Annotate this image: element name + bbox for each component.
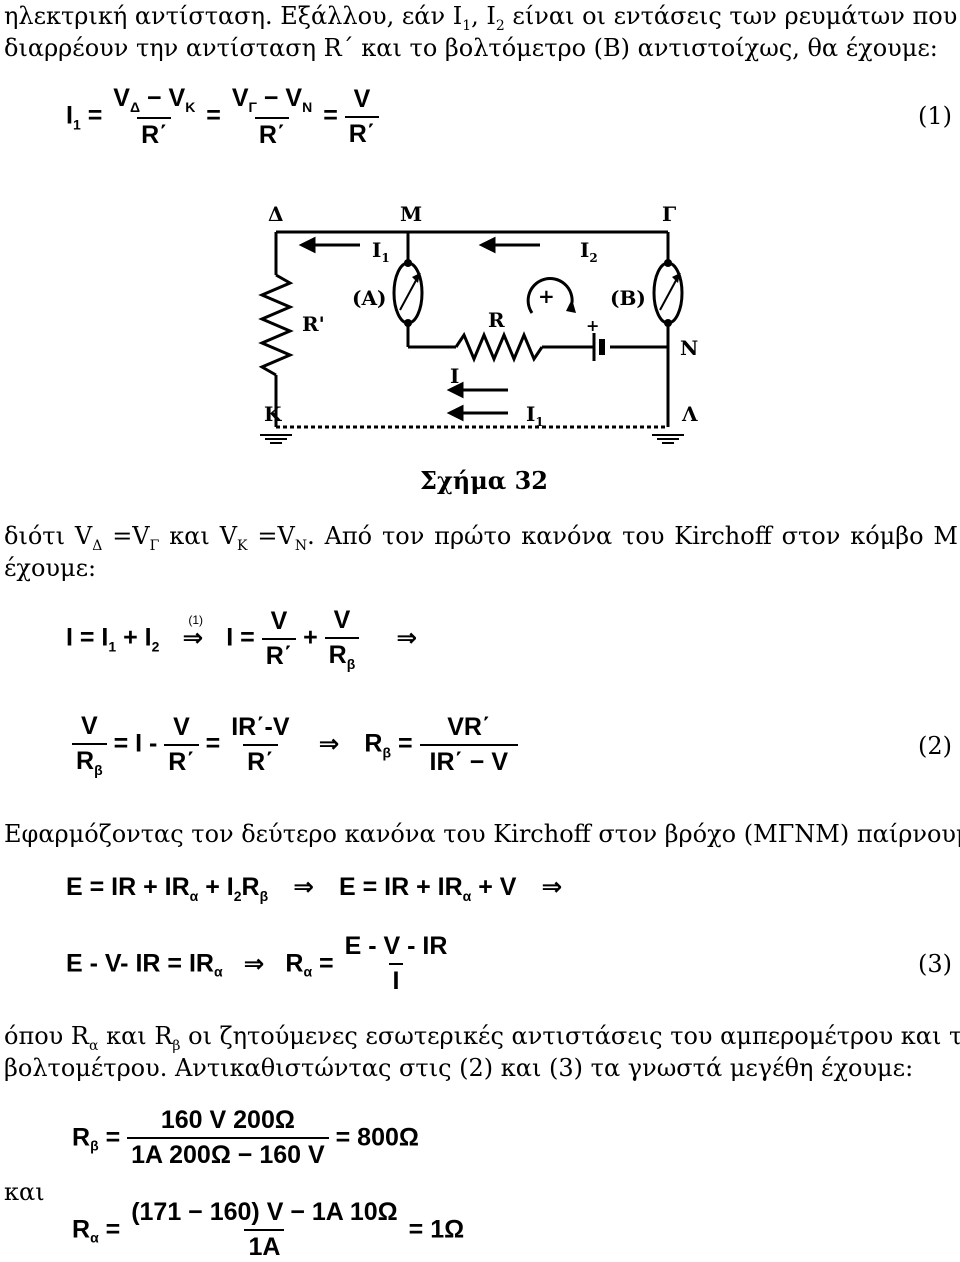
paragraph-line: όπου Rα και Rβ οι ζητούμενες εσωτερικές … [4,1022,960,1054]
label-r: R [488,308,505,332]
text: ηλεκτρική αντίσταση. Εξάλλου, εάν I [4,2,463,30]
paragraph-line: διότι VΔ =VΓ και VK =VN. Από τον πρώτο κ… [4,522,958,554]
equation-number: (1) [918,102,952,130]
label-m: M [400,202,422,226]
paragraph-line: έχουμε: [4,554,97,582]
paragraph-line: ηλεκτρική αντίσταση. Εξάλλου, εάν I1, I2… [4,2,958,34]
label-delta: Δ [268,202,284,226]
label-loop-plus: + [538,284,555,308]
paragraph-line: διαρρέουν την αντίσταση R΄ και το βολτόμ… [4,34,938,62]
label-battery-plus: + [586,316,599,335]
label-i2-top: I2 [580,238,598,265]
label-lambda: Λ [681,402,698,426]
fraction: V R΄ [344,85,380,149]
word-and: και [4,1178,45,1206]
paragraph-line: Εφαρμόζοντας τον δεύτερο κανόνα του Kirc… [4,820,960,848]
equation-kirchoff-2: E = IR + IRα + I2Rβ ⇒ E = IR + IRα + V ⇒ [66,873,563,904]
label-n: N [680,336,698,360]
label-ammeter: (A) [352,286,386,310]
equation-1: I1 = VΔ − VK R΄ = VΓ − VN R΄ = V R΄ [66,84,380,150]
label-i: I [450,364,459,388]
label-r-prime: R' [302,312,325,336]
circuit-diagram: Δ M Γ I1 I2 (A) (B) R' R + + N I K Λ I1 [258,202,698,444]
equation-number: (2) [918,732,952,760]
equation-number: (3) [918,950,952,978]
figure-caption: Σχήμα 32 [420,466,548,495]
label-i1-bottom: I1 [526,402,544,429]
label-i1-top: I1 [372,238,390,265]
paragraph-line: βολτομέτρου. Αντικαθιστώντας στις (2) κα… [4,1054,914,1082]
label-voltmeter: (B) [610,286,646,310]
fraction: VΓ − VN R΄ [231,84,313,149]
label-k: K [264,402,282,426]
label-gamma: Γ [662,202,676,226]
fraction: VΔ − VK R΄ [113,84,196,149]
